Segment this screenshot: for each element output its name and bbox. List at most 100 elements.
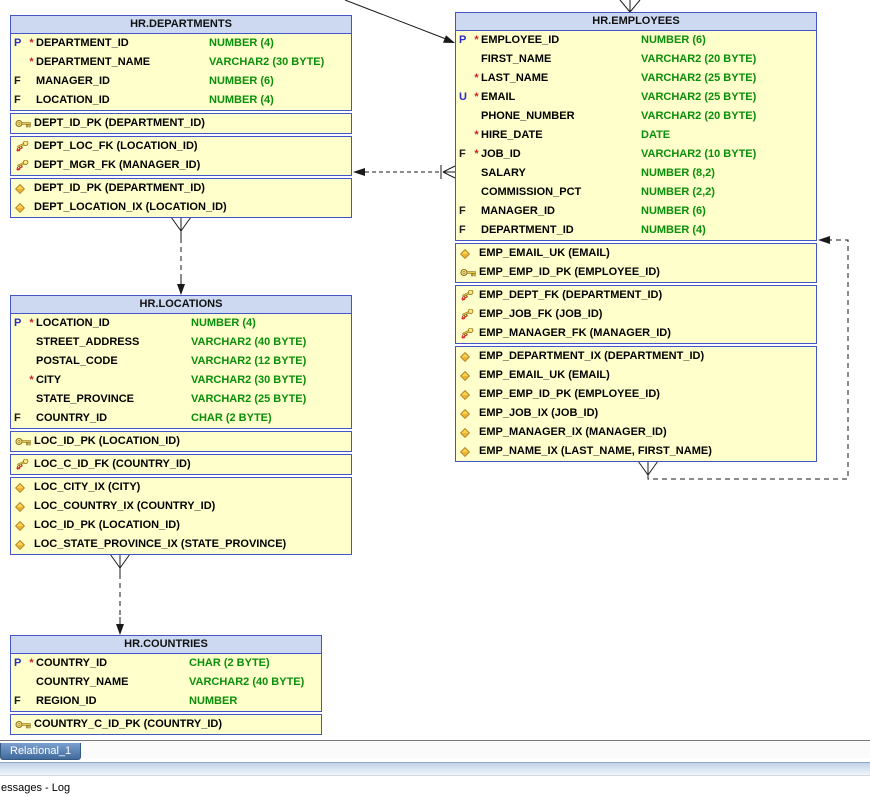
table-title[interactable]: HR.EMPLOYEES xyxy=(455,12,817,31)
diamond-icon xyxy=(15,202,34,213)
item-label: EMP_EMP_ID_PK (EMPLOYEE_ID) xyxy=(479,266,660,278)
diamond-icon xyxy=(15,501,34,512)
column-type: CHAR (2 BYTE) xyxy=(191,412,272,424)
key-marker: F xyxy=(459,224,466,236)
keys-compartment: LOC_ID_PK (LOCATION_ID) xyxy=(10,431,352,452)
mandatory-marker: * xyxy=(474,34,479,46)
arrowhead xyxy=(116,624,124,635)
item-label: LOC_ID_PK (LOCATION_ID) xyxy=(34,435,180,447)
keys-compartment: COUNTRY_C_ID_PK (COUNTRY_ID) xyxy=(10,714,322,735)
column-name: FIRST_NAME xyxy=(481,53,552,65)
column-type: VARCHAR2 (40 BYTE) xyxy=(191,336,307,348)
mandatory-marker: * xyxy=(474,129,479,141)
key-row: EMP_EMAIL_UK (EMAIL) xyxy=(456,244,816,263)
arrowhead xyxy=(177,284,185,295)
table-title[interactable]: HR.LOCATIONS xyxy=(10,295,352,314)
column-name: LOCATION_ID xyxy=(36,317,110,329)
column-type: VARCHAR2 (20 BYTE) xyxy=(641,110,757,122)
key-row: COUNTRY_C_ID_PK (COUNTRY_ID) xyxy=(11,715,321,734)
column-name: COUNTRY_ID xyxy=(36,657,108,669)
fk-row: EMP_JOB_FK (JOB_ID) xyxy=(456,305,816,324)
column-row: F *JOB_ID VARCHAR2 (10 BYTE) xyxy=(456,145,816,164)
item-label: DEPT_ID_PK (DEPARTMENT_ID) xyxy=(34,182,205,194)
crow-foot-locations-bottom xyxy=(109,553,131,569)
tab-relational-1[interactable]: Relational_1 xyxy=(0,743,82,760)
fk-icon xyxy=(15,141,34,152)
diamond-icon xyxy=(460,446,479,457)
key-marker: P xyxy=(459,34,467,46)
column-name: DEPARTMENT_NAME xyxy=(36,56,151,68)
keys-compartment: DEPT_ID_PK (DEPARTMENT_ID) xyxy=(10,113,352,134)
log-panel-title: essages - Log xyxy=(1,782,71,794)
column-name: JOB_ID xyxy=(481,148,521,160)
column-type: NUMBER (4) xyxy=(641,224,706,236)
fk-row: DEPT_LOC_FK (LOCATION_ID) xyxy=(11,137,351,156)
key-marker: P xyxy=(14,657,22,669)
column-name: DEPARTMENT_ID xyxy=(36,37,129,49)
column-type: VARCHAR2 (25 BYTE) xyxy=(641,91,757,103)
fk-row: EMP_DEPT_FK (DEPARTMENT_ID) xyxy=(456,286,816,305)
diamond-icon xyxy=(15,539,34,550)
column-name: MANAGER_ID xyxy=(36,75,110,87)
fk-compartment: DEPT_LOC_FK (LOCATION_ID)DEPT_MGR_FK (MA… xyxy=(10,136,352,176)
key-icon xyxy=(15,119,34,128)
relationship-line xyxy=(344,0,447,40)
index-row: EMP_DEPARTMENT_IX (DEPARTMENT_ID) xyxy=(456,347,816,366)
key-marker: F xyxy=(14,75,21,87)
column-name: MANAGER_ID xyxy=(481,205,555,217)
index-row: LOC_CITY_IX (CITY) xyxy=(11,478,351,497)
crow-foot-departments-bottom xyxy=(170,216,192,232)
column-type: VARCHAR2 (12 BYTE) xyxy=(191,355,307,367)
fk-icon xyxy=(460,328,479,339)
item-label: EMP_NAME_IX (LAST_NAME, FIRST_NAME) xyxy=(479,445,712,457)
arrowhead xyxy=(353,168,365,176)
index-row: DEPT_ID_PK (DEPARTMENT_ID) xyxy=(11,179,351,198)
table-title[interactable]: HR.COUNTRIES xyxy=(10,635,322,654)
index-row: EMP_EMAIL_UK (EMAIL) xyxy=(456,366,816,385)
column-name: REGION_ID xyxy=(36,695,97,707)
column-type: VARCHAR2 (10 BYTE) xyxy=(641,148,757,160)
item-label: EMP_JOB_IX (JOB_ID) xyxy=(479,407,599,419)
mandatory-marker: * xyxy=(474,91,479,103)
key-marker: F xyxy=(459,148,466,160)
column-name: CITY xyxy=(36,374,62,386)
fk-icon xyxy=(460,309,479,320)
index-row: EMP_NAME_IX (LAST_NAME, FIRST_NAME) xyxy=(456,442,816,461)
index-row: DEPT_LOCATION_IX (LOCATION_ID) xyxy=(11,198,351,217)
index-row: LOC_COUNTRY_IX (COUNTRY_ID) xyxy=(11,497,351,516)
key-icon xyxy=(460,268,479,277)
arrowhead xyxy=(443,35,455,43)
key-marker: U xyxy=(459,91,467,103)
column-name: STATE_PROVINCE xyxy=(36,393,134,405)
splitter-bar[interactable] xyxy=(0,762,870,776)
diamond-icon xyxy=(460,389,479,400)
mandatory-marker: * xyxy=(29,317,34,329)
column-type: VARCHAR2 (40 BYTE) xyxy=(189,676,305,688)
column-type: NUMBER (6) xyxy=(209,75,274,87)
table-title[interactable]: HR.DEPARTMENTS xyxy=(10,15,352,34)
column-name: POSTAL_CODE xyxy=(36,355,118,367)
column-row: U *EMAIL VARCHAR2 (25 BYTE) xyxy=(456,88,816,107)
fk-icon xyxy=(15,459,34,470)
column-name: EMAIL xyxy=(481,91,516,103)
item-label: EMP_MANAGER_IX (MANAGER_ID) xyxy=(479,426,667,438)
mandatory-marker: * xyxy=(474,148,479,160)
